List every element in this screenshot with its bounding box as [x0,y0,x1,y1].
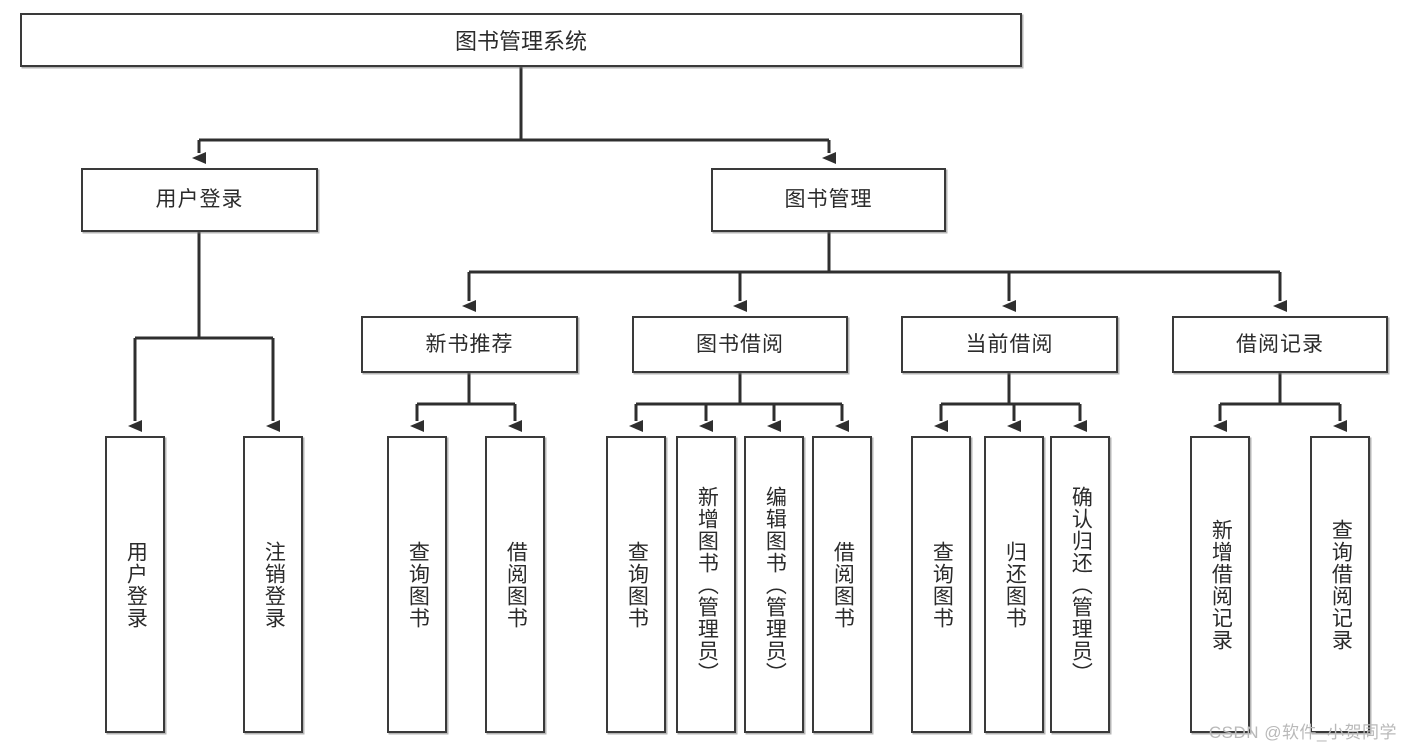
node-book-manage[interactable]: 图书管理 [711,168,946,232]
node-leaf-query-borrow-record[interactable]: 查询借阅记录 [1310,436,1370,733]
node-leaf-add-borrow-record[interactable]: 新增借阅记录 [1190,436,1250,733]
node-leaf-add-book-admin[interactable]: 新增图书（管理员） [676,436,736,733]
node-leaf-query-book-2[interactable]: 查询图书 [606,436,666,733]
node-leaf-query-book-2-label: 查询图书 [625,540,649,629]
node-leaf-borrow-book-1[interactable]: 借阅图书 [485,436,545,733]
node-leaf-confirm-return-admin-label: 确认归还（管理员） [1069,485,1093,684]
node-new-book-recommend-label: 新书推荐 [425,332,514,356]
node-user-login[interactable]: 用户登录 [81,168,318,232]
node-leaf-logout-login[interactable]: 注销登录 [243,436,303,733]
node-leaf-user-login[interactable]: 用户登录 [105,436,165,733]
node-current-borrow-label: 当前借阅 [965,332,1054,356]
node-leaf-user-login-label: 用户登录 [124,540,148,629]
node-leaf-query-book-1[interactable]: 查询图书 [387,436,447,733]
node-root[interactable]: 图书管理系统 [20,13,1022,67]
node-leaf-borrow-book-2-label: 借阅图书 [831,540,855,629]
node-leaf-return-book-label: 归还图书 [1003,540,1027,629]
node-leaf-borrow-book-2[interactable]: 借阅图书 [812,436,872,733]
node-book-borrow[interactable]: 图书借阅 [632,316,848,373]
node-leaf-confirm-return-admin[interactable]: 确认归还（管理员） [1050,436,1110,733]
node-current-borrow[interactable]: 当前借阅 [901,316,1118,373]
watermark: CSDN @软件_小贺同学 [1208,723,1397,742]
node-leaf-query-book-3-label: 查询图书 [930,540,954,629]
node-leaf-borrow-book-1-label: 借阅图书 [504,540,528,629]
node-leaf-query-book-1-label: 查询图书 [406,540,430,629]
node-leaf-return-book[interactable]: 归还图书 [984,436,1044,733]
node-leaf-add-borrow-record-label: 新增借阅记录 [1209,518,1233,651]
node-leaf-edit-book-admin[interactable]: 编辑图书（管理员） [744,436,804,733]
node-leaf-query-book-3[interactable]: 查询图书 [911,436,971,733]
node-root-label: 图书管理系统 [454,29,587,54]
node-book-manage-label: 图书管理 [784,188,873,212]
node-book-borrow-label: 图书借阅 [696,332,784,356]
node-leaf-edit-book-admin-label: 编辑图书（管理员） [763,485,787,684]
node-new-book-recommend[interactable]: 新书推荐 [361,316,578,373]
node-user-login-label: 用户登录 [155,188,244,212]
node-leaf-add-book-admin-label: 新增图书（管理员） [695,485,719,684]
node-leaf-logout-login-label: 注销登录 [262,540,286,629]
node-leaf-query-borrow-record-label: 查询借阅记录 [1329,518,1353,651]
node-borrow-record[interactable]: 借阅记录 [1172,316,1388,373]
node-borrow-record-label: 借阅记录 [1236,332,1324,356]
